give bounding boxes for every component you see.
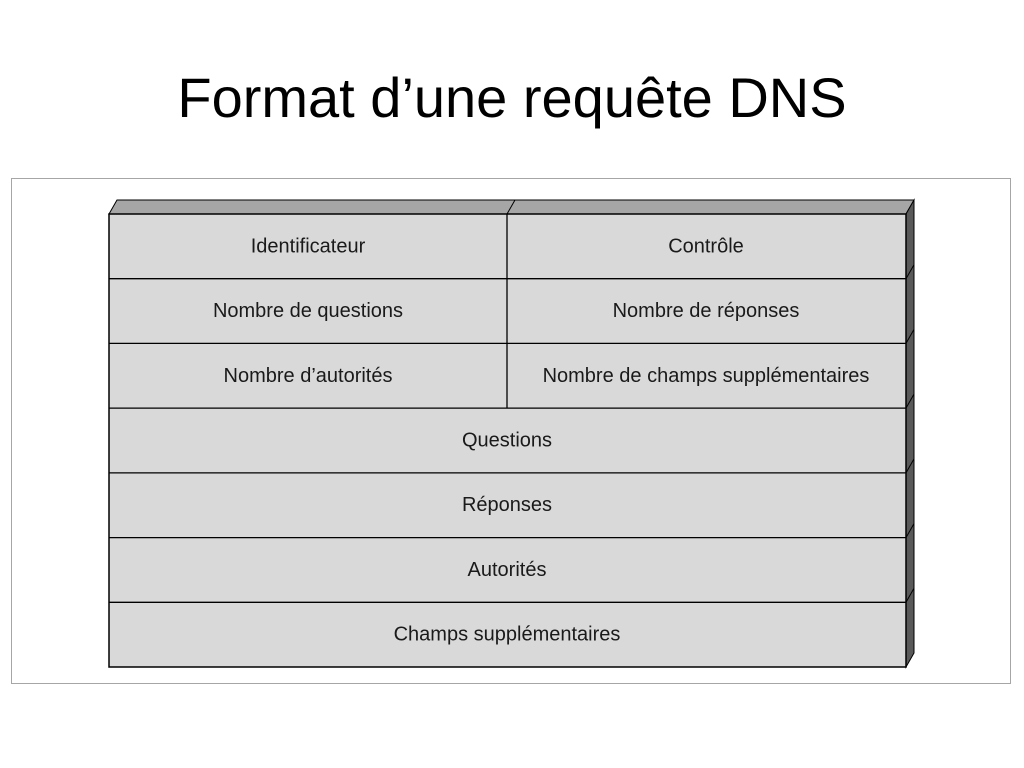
- side-face-ticks: [905, 264, 915, 603]
- cell-identificateur: Identificateur: [251, 235, 366, 257]
- cell-nombre-de-champs-supplementaires: Nombre de champs supplémentaires: [543, 365, 870, 387]
- cell-autorites: Autorités: [468, 559, 547, 581]
- split-row: Nombre d’autorités Nombre de champs supp…: [224, 365, 870, 387]
- row-dividers: [109, 278, 906, 603]
- split-row: Identificateur Contrôle: [251, 235, 744, 257]
- cell-nombre-de-reponses: Nombre de réponses: [613, 300, 800, 322]
- cell-reponses: Réponses: [462, 494, 552, 516]
- top-face-split: [506, 199, 516, 215]
- cell-questions: Questions: [462, 430, 552, 452]
- cell-champs-supplementaires: Champs supplémentaires: [394, 624, 621, 646]
- cell-nombre-de-questions: Nombre de questions: [213, 300, 403, 322]
- cell-nombre-d-autorites: Nombre d’autorités: [224, 365, 393, 387]
- box-side-face: [905, 198, 915, 669]
- slide-title: Format d’une requête DNS: [177, 66, 847, 129]
- split-row: Nombre de questions Nombre de réponses: [213, 300, 799, 322]
- cell-controle: Contrôle: [668, 235, 744, 257]
